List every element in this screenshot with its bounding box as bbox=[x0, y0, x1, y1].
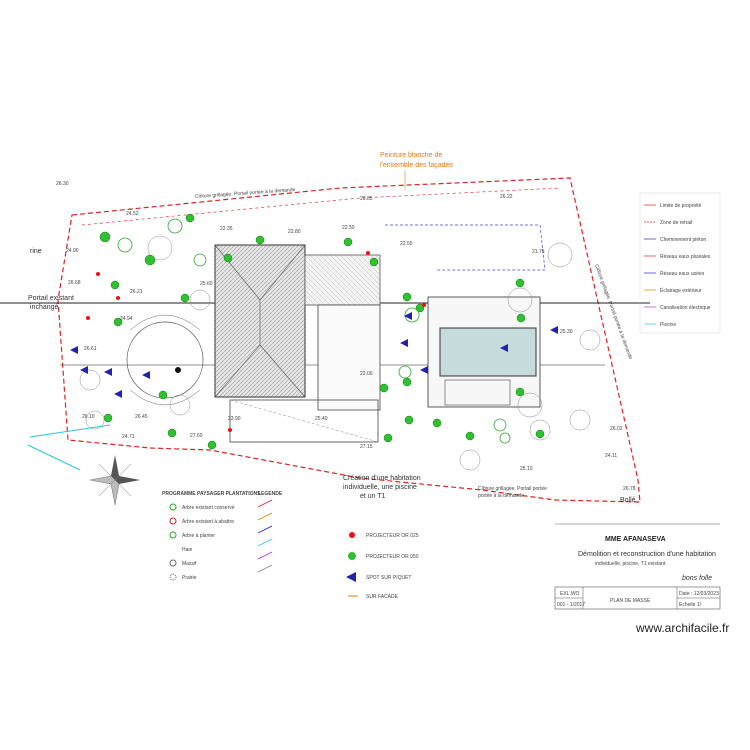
svg-text:Cheminement piéton: Cheminement piéton bbox=[660, 237, 706, 243]
svg-text:27.60: 27.60 bbox=[190, 433, 203, 439]
svg-text:Prairie: Prairie bbox=[182, 575, 197, 581]
center-label-1: Création d'une habitation bbox=[343, 475, 421, 482]
parking-outline bbox=[385, 224, 546, 271]
svg-text:28.85: 28.85 bbox=[360, 196, 373, 202]
svg-text:Réseau eaux pluviales: Réseau eaux pluviales bbox=[660, 254, 711, 260]
svg-text:bons folle: bons folle bbox=[682, 575, 712, 582]
north-arrow bbox=[89, 455, 140, 506]
svg-text:22.50: 22.50 bbox=[342, 225, 355, 231]
svg-text:27.15: 27.15 bbox=[360, 444, 373, 450]
svg-text:21.75: 21.75 bbox=[532, 249, 545, 255]
svg-text:26.68: 26.68 bbox=[68, 280, 81, 286]
svg-text:26.45: 26.45 bbox=[135, 414, 148, 420]
svg-text:SPOT SUR PIQUET: SPOT SUR PIQUET bbox=[366, 575, 411, 581]
svg-text:22.35: 22.35 bbox=[220, 226, 233, 232]
svg-text:25.30: 25.30 bbox=[560, 329, 573, 335]
svg-text:Haie: Haie bbox=[182, 547, 193, 553]
swimming-pool bbox=[439, 327, 537, 377]
svg-text:Canalisation électrique: Canalisation électrique bbox=[660, 305, 711, 311]
garage bbox=[229, 399, 379, 443]
svg-text:Massif: Massif bbox=[182, 561, 197, 567]
svg-text:24.71: 24.71 bbox=[122, 434, 135, 440]
svg-text:26.30: 26.30 bbox=[56, 181, 69, 187]
svg-text:individuelle, piscine, T1 exis: individuelle, piscine, T1 existant bbox=[595, 561, 666, 567]
svg-text:22.55: 22.55 bbox=[400, 241, 413, 247]
svg-text:PROGRAMME PAYSAGER PLANTATIONS: PROGRAMME PAYSAGER PLANTATIONS bbox=[162, 491, 261, 497]
svg-text:EXL.WO: EXL.WO bbox=[560, 591, 580, 597]
svg-text:Zone de retrait: Zone de retrait bbox=[660, 220, 693, 226]
svg-text:Réseau eaux usées: Réseau eaux usées bbox=[660, 271, 705, 277]
svg-text:23.90: 23.90 bbox=[228, 416, 241, 422]
facade-note-line1: Peinture blanche de bbox=[380, 152, 442, 159]
left-label-portail: Portail existant bbox=[28, 295, 74, 302]
svg-text:25.60: 25.60 bbox=[200, 281, 213, 287]
svg-text:25.40: 25.40 bbox=[315, 416, 328, 422]
svg-text:Echelle 1/: Echelle 1/ bbox=[679, 602, 702, 608]
cyan-line-2 bbox=[27, 444, 81, 471]
annex-building bbox=[304, 254, 381, 306]
circular-patio bbox=[126, 321, 204, 399]
right-fence-label: Clôture grillagée. Portail portée à la d… bbox=[593, 264, 633, 361]
legend-network: Limite de propriété Zone de retrait Chem… bbox=[639, 192, 721, 334]
svg-text:Limite de propriété: Limite de propriété bbox=[660, 203, 702, 209]
svg-text:SUR FACADE: SUR FACADE bbox=[366, 594, 399, 600]
left-label-inchange: inchangé bbox=[30, 304, 59, 311]
left-label-rine: rine bbox=[30, 248, 42, 255]
svg-text:Piscine: Piscine bbox=[660, 322, 676, 328]
terrace bbox=[317, 304, 381, 411]
svg-text:26.21: 26.21 bbox=[130, 289, 143, 295]
elevation-points: 26.30 24.52 22.35 24.90 22.80 22.50 28.8… bbox=[56, 181, 636, 492]
legend-plantings: PROGRAMME PAYSAGER PLANTATIONS LEGENDE A… bbox=[162, 491, 283, 581]
svg-text:22.80: 22.80 bbox=[288, 229, 301, 235]
svg-text:24.90: 24.90 bbox=[66, 248, 79, 254]
svg-text:26.02: 26.02 bbox=[610, 426, 623, 432]
svg-text:Date : 12/03/2023: Date : 12/03/2023 bbox=[679, 591, 719, 597]
existing-trees bbox=[117, 218, 511, 444]
svg-text:26.61: 26.61 bbox=[84, 346, 97, 352]
pool-house bbox=[444, 379, 511, 406]
property-boundary bbox=[57, 177, 641, 503]
svg-text:PLAN DE MASSE: PLAN DE MASSE bbox=[610, 598, 651, 604]
center-label-3: et un T1 bbox=[360, 493, 386, 500]
svg-text:25.10: 25.10 bbox=[520, 466, 533, 472]
svg-text:24.94: 24.94 bbox=[120, 316, 133, 322]
svg-text:001 - 1/2017: 001 - 1/2017 bbox=[557, 602, 585, 608]
svg-text:Arbre existant à abattre: Arbre existant à abattre bbox=[182, 519, 234, 525]
legend-lines bbox=[257, 499, 273, 573]
svg-text:LEGENDE: LEGENDE bbox=[258, 491, 283, 497]
shrubs bbox=[79, 235, 601, 471]
svg-text:24.11: 24.11 bbox=[605, 453, 617, 459]
svg-text:26.10: 26.10 bbox=[82, 414, 95, 420]
watermark-text: www.archifacile.fr bbox=[636, 621, 730, 635]
facade-note-line2: l'ensemble des façades bbox=[380, 162, 453, 169]
bottom-fence-label-2: portée à la demande bbox=[478, 493, 524, 499]
projector-markers-red bbox=[86, 251, 426, 432]
svg-text:Éclairage extérieur: Éclairage extérieur bbox=[660, 287, 702, 294]
svg-text:Démolition et reconstruction d: Démolition et reconstruction d'une habit… bbox=[578, 551, 716, 558]
svg-text:Arbre existant conservé: Arbre existant conservé bbox=[182, 505, 235, 511]
svg-text:26.22: 26.22 bbox=[500, 194, 513, 200]
svg-text:24.52: 24.52 bbox=[126, 211, 139, 217]
top-fence-label: Clôture grillagée. Portail portée à la d… bbox=[195, 187, 296, 200]
svg-text:Arbre à planter: Arbre à planter bbox=[182, 533, 215, 539]
cyan-line bbox=[29, 424, 111, 438]
legend-lighting: PROJECTEUR OR 025 PROJECTEUR OR 050 SPOT… bbox=[346, 532, 419, 600]
bottom-right-word: Bollé bbox=[620, 497, 636, 504]
spot-markers-blue bbox=[70, 312, 558, 398]
center-label-2: individuelle, une piscine bbox=[343, 484, 417, 491]
svg-text:22.00: 22.00 bbox=[360, 371, 373, 377]
svg-text:26.78: 26.78 bbox=[623, 486, 636, 492]
svg-text:MME AFANASEVA: MME AFANASEVA bbox=[605, 536, 666, 543]
svg-text:PROJECTEUR OR 025: PROJECTEUR OR 025 bbox=[366, 533, 419, 539]
title-block: MME AFANASEVA Démolition et reconstructi… bbox=[554, 523, 721, 610]
svg-text:PROJECTEUR OR 050: PROJECTEUR OR 050 bbox=[366, 554, 419, 560]
bottom-fence-label-1: Clôture grillagée. Portail portée bbox=[478, 486, 547, 492]
